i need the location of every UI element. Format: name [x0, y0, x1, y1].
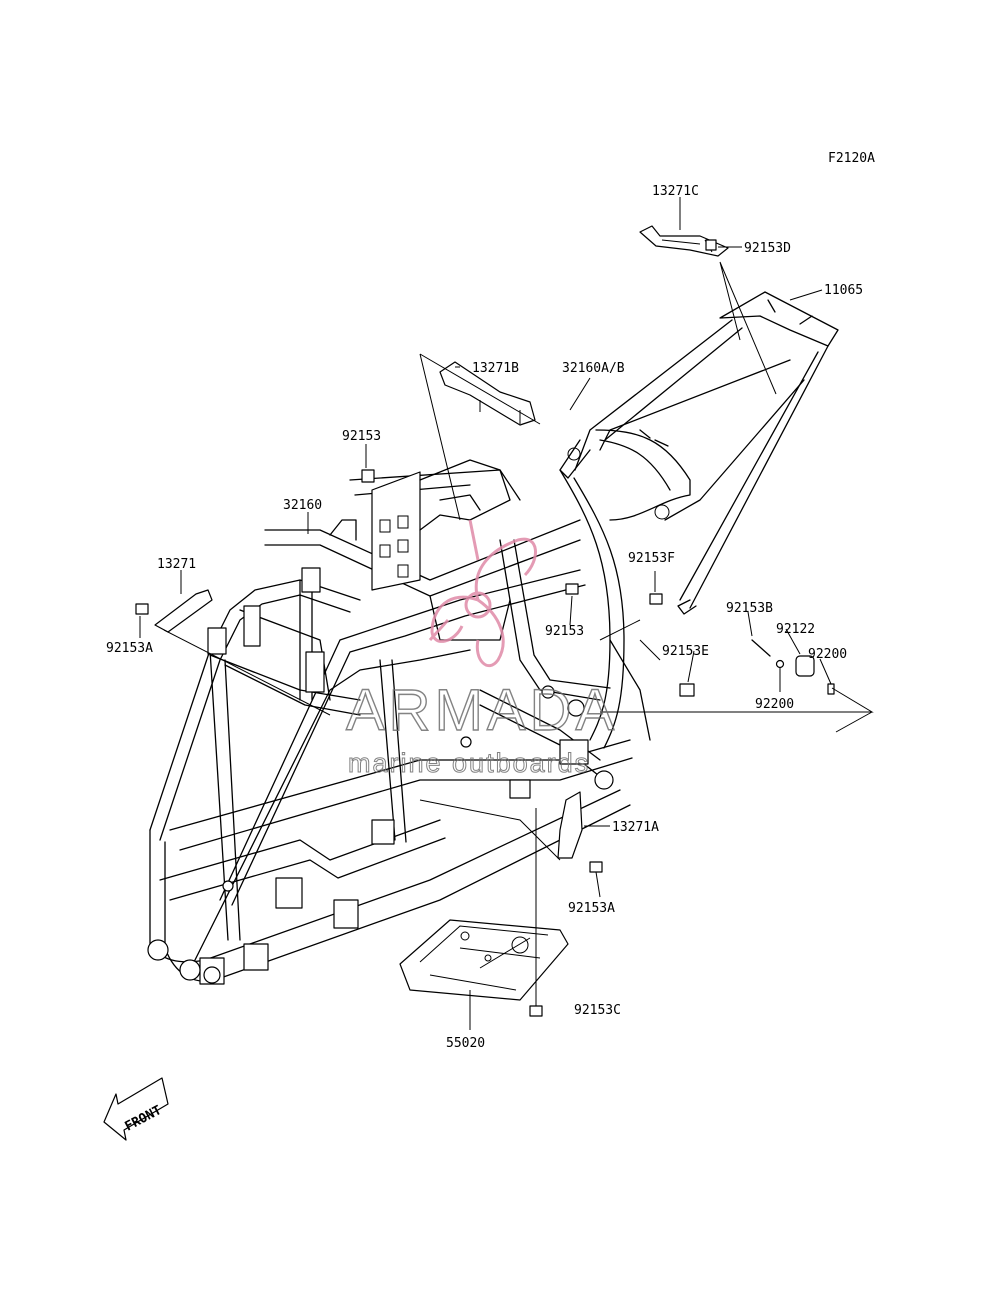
frame-drawing: [135, 225, 839, 1017]
watermark-brand: ARMADA: [346, 678, 618, 743]
armada-logo-icon: [428, 519, 537, 668]
label-92200-right: 92200: [808, 647, 847, 662]
label-13271a: 13271A: [612, 820, 659, 835]
leader-lines: [139, 197, 874, 1030]
watermark: ARMADA marine outboards: [345, 519, 618, 779]
label-11065: 11065: [824, 283, 863, 298]
label-13271b: 13271B: [472, 361, 519, 376]
label-92153-mid: 92153: [545, 624, 584, 639]
label-92153a-left: 92153A: [106, 641, 153, 656]
label-13271: 13271: [157, 557, 196, 572]
label-55020: 55020: [446, 1036, 485, 1051]
label-92122: 92122: [776, 622, 815, 637]
watermark-tagline: marine outboards: [348, 748, 590, 778]
label-92153f: 92153F: [628, 551, 675, 566]
label-92153a-bottom: 92153A: [568, 901, 615, 916]
label-92153e: 92153E: [662, 644, 709, 659]
part-labels: 13271C 92153D 11065 13271B 32160A/B 9215…: [106, 184, 863, 1051]
label-92200-bottom: 92200: [755, 697, 794, 712]
label-92153c: 92153C: [574, 1003, 621, 1018]
label-32160ab: 32160A/B: [562, 361, 625, 376]
label-92153b: 92153B: [726, 601, 773, 616]
label-13271c: 13271C: [652, 184, 699, 199]
front-arrow: FRONT: [103, 1077, 169, 1141]
label-92153d: 92153D: [744, 241, 791, 256]
label-92153-top: 92153: [342, 429, 381, 444]
figure-code: F2120A: [828, 151, 875, 166]
label-32160: 32160: [283, 498, 322, 513]
